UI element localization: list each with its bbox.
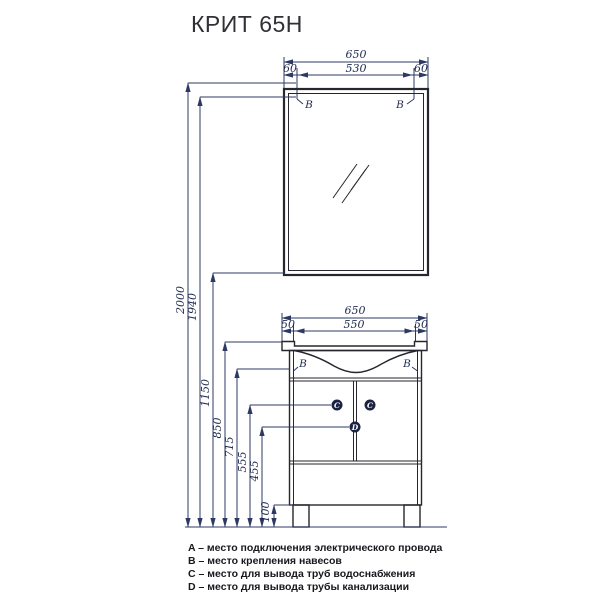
mount-leader — [296, 98, 304, 105]
water-supply-letter: C — [367, 401, 373, 410]
legend-item-c: C – место для вывода труб водоснабжения — [188, 568, 442, 581]
mount-leader — [293, 366, 299, 372]
legend-item-a: A – место подключения электрического про… — [188, 542, 442, 555]
legend-text: – место для вывода труб водоснабжения — [198, 568, 416, 580]
cabinet-body — [288, 349, 423, 506]
mirror-glass-hatch — [350, 164, 370, 191]
mirror-width-label: 650 — [346, 48, 367, 61]
height-1150: 1150 — [199, 379, 212, 407]
mount-leader — [406, 98, 415, 105]
legend-key: D — [188, 581, 196, 593]
mirror-mount-label-right: B — [395, 99, 404, 111]
sink-countertop — [281, 340, 428, 352]
height-850: 850 — [211, 418, 224, 439]
legend-key: B — [188, 555, 196, 567]
mirror-outer-frame — [282, 87, 430, 277]
legend-key: C — [188, 568, 196, 580]
water-supply-marker — [364, 399, 376, 411]
water-supply-marker — [331, 399, 343, 411]
mirror-inner-frame — [288, 93, 424, 271]
cabinet-inset-right: 50 — [414, 318, 428, 331]
cabinet-mount-label-left: B — [298, 358, 307, 370]
legend-text: – место крепления навесов — [198, 555, 342, 567]
legend-text: – место подключения электрического прово… — [198, 542, 443, 554]
legend-item-b: B – место крепления навесов — [188, 555, 442, 568]
height-455: 455 — [248, 461, 261, 483]
mirror-span-center: 530 — [346, 62, 367, 75]
cabinet-span-center: 550 — [344, 318, 365, 331]
mirror-inset-right: 60 — [414, 62, 428, 75]
cabinet-dimensions: 650 50 550 50 — [281, 304, 428, 342]
legend-text: – место для вывода трубы канализации — [198, 581, 410, 593]
cabinet-leg-right — [403, 504, 421, 528]
mirror-dimensions: 650 60 530 60 — [283, 48, 429, 99]
sink-bowl-curve — [293, 349, 419, 374]
mount-leader — [411, 366, 418, 372]
legend-key: A — [188, 542, 196, 554]
drain-marker — [349, 421, 361, 433]
vanity-cabinet: B B C C D — [281, 340, 428, 528]
height-2000: 2000 — [174, 286, 187, 315]
height-555: 555 — [236, 452, 249, 473]
mirror-inset-left: 60 — [283, 62, 297, 75]
drain-letter: D — [351, 423, 359, 432]
height-dimensions: 2000 1940 1150 850 715 555 455 100 — [174, 82, 447, 528]
height-100: 100 — [259, 502, 272, 523]
cabinet-leg-left — [292, 504, 310, 528]
water-supply-letter: C — [334, 401, 340, 410]
cabinet-mount-label-right: B — [402, 358, 411, 370]
mirror-mount-label-left: B — [304, 99, 313, 111]
cabinet-inset-left: 50 — [281, 318, 295, 331]
mirror: B B — [282, 87, 430, 277]
height-715: 715 — [223, 437, 236, 458]
legend-item-d: D – место для вывода трубы канализации — [188, 581, 442, 594]
legend: A – место подключения электрического про… — [188, 542, 442, 594]
height-1940: 1940 — [186, 293, 199, 321]
page-title: КРИТ 65Н — [191, 11, 303, 37]
cabinet-width-label: 650 — [345, 304, 366, 317]
mirror-glass-hatch — [332, 163, 358, 199]
